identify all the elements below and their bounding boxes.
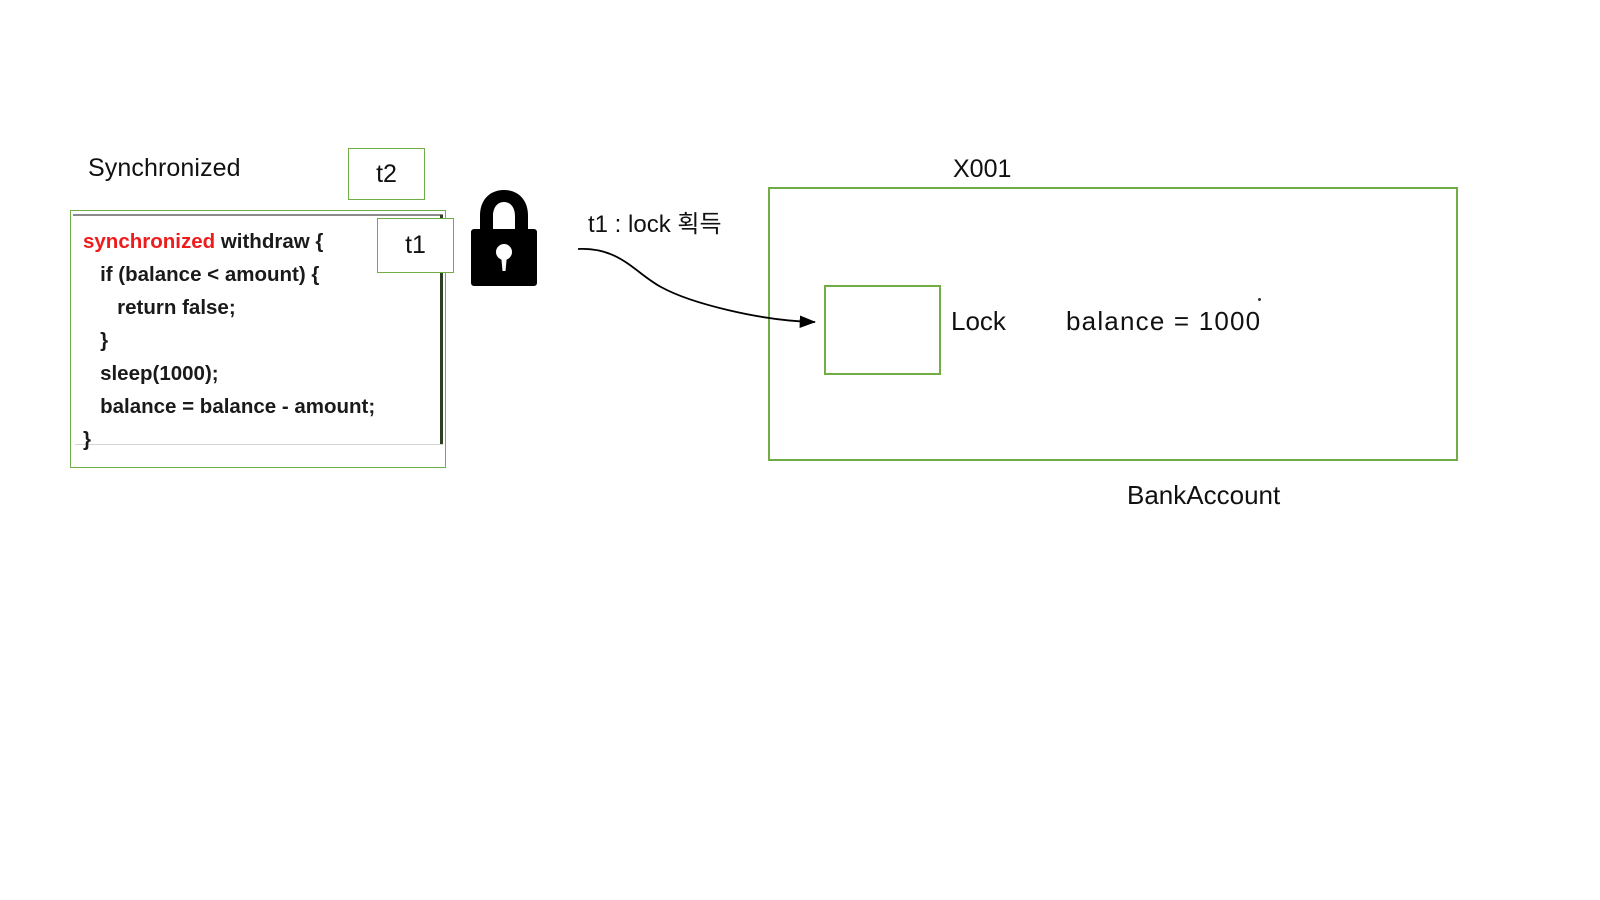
code-line: } <box>83 423 375 456</box>
code-line: return false; <box>83 291 375 324</box>
object-id-label: X001 <box>953 155 1012 183</box>
code-line: } <box>83 324 375 357</box>
code-top-rule <box>73 214 443 216</box>
code-line-text: return false; <box>83 296 236 319</box>
code-line: if (balance < amount) { <box>83 258 375 291</box>
lock-slot-box[interactable] <box>824 285 941 375</box>
thread-chip-t1[interactable]: t1 <box>377 218 454 273</box>
thread-chip-t1-label: t1 <box>405 231 426 259</box>
code-line: synchronized withdraw { <box>83 225 375 258</box>
code-line-text: } <box>83 428 91 451</box>
thread-chip-t2[interactable]: t2 <box>348 148 425 200</box>
code-line-text: sleep(1000); <box>83 362 219 385</box>
balance-dot-artifact <box>1258 298 1261 301</box>
lock-acquire-arrow <box>575 235 845 340</box>
synchronized-title: Synchronized <box>88 154 241 182</box>
lock-slot-label: Lock <box>951 306 1006 336</box>
balance-field-text: balance = 1000 <box>1066 306 1262 336</box>
code-line-text: withdraw { <box>215 230 324 253</box>
code-line-text: balance = balance - amount; <box>83 395 376 418</box>
code-text: synchronized withdraw { if (balance < am… <box>83 225 375 456</box>
padlock-closed-icon <box>468 185 540 290</box>
code-line: sleep(1000); <box>83 357 375 390</box>
code-line-text: if (balance < amount) { <box>83 263 320 286</box>
code-bottom-rule <box>75 444 443 445</box>
code-right-edge <box>440 215 443 445</box>
code-line-text: } <box>83 329 109 352</box>
code-keyword: synchronized <box>83 230 216 253</box>
code-line: balance = balance - amount; <box>83 390 375 423</box>
thread-chip-t2-label: t2 <box>376 159 397 188</box>
lock-acquire-label: t1 : lock 획득 <box>588 211 722 238</box>
bankaccount-caption: BankAccount <box>1127 480 1281 510</box>
